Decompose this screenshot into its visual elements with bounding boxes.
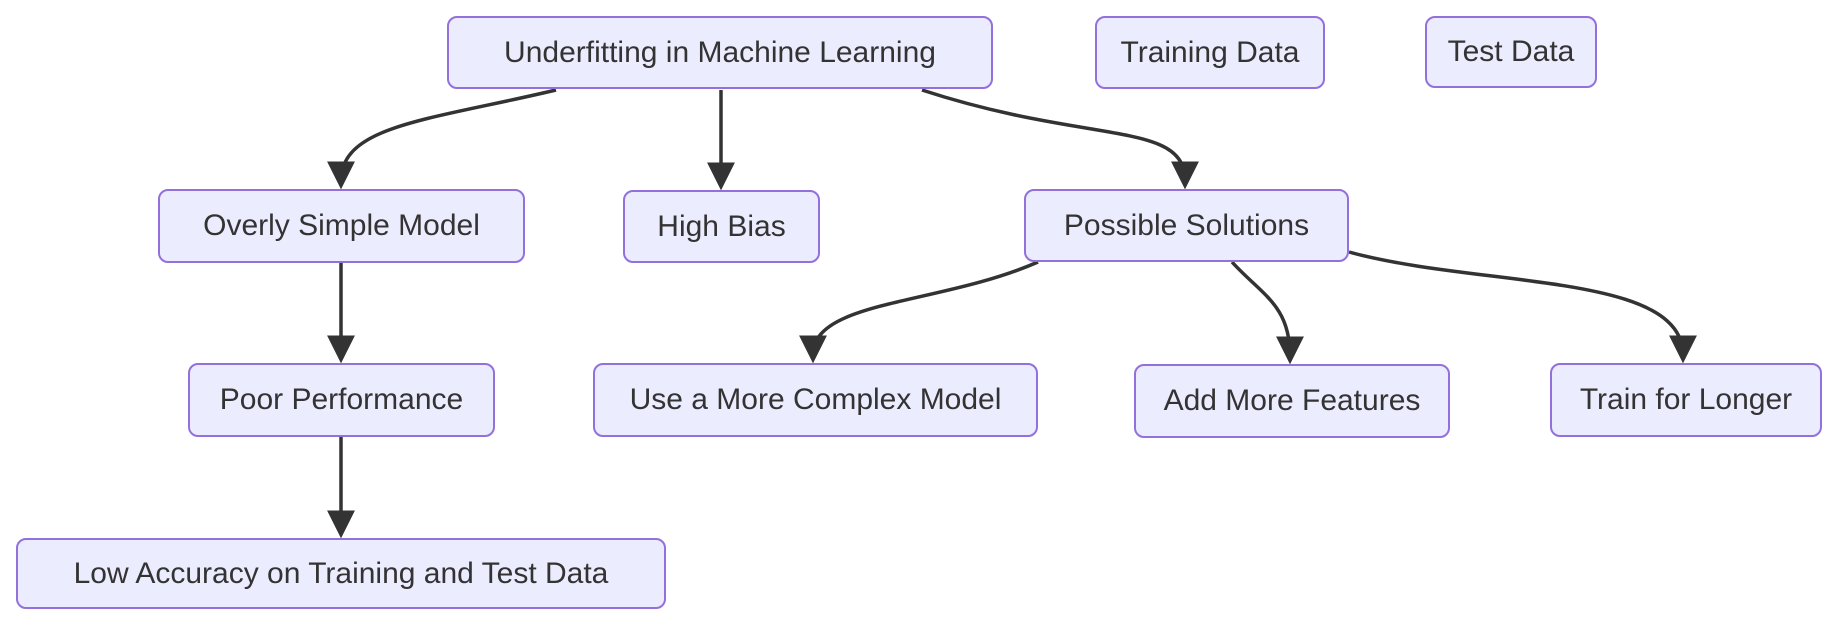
- node-add-more-features: Add More Features: [1134, 364, 1450, 438]
- edge-underfitting-to-possible-solutions: [921, 88, 1199, 190]
- edge-underfitting-to-overly-simple-model: [327, 88, 557, 190]
- node-label: Test Data: [1447, 35, 1575, 68]
- node-poor-performance: Poor Performance: [188, 363, 495, 437]
- edge-solutions-to-add-features: [1230, 260, 1304, 365]
- node-test-data: Test Data: [1425, 16, 1597, 88]
- node-underfitting-in-machine-learning: Underfitting in Machine Learning: [447, 16, 993, 89]
- edge-solutions-to-train-longer: [1348, 250, 1697, 364]
- node-overly-simple-model: Overly Simple Model: [158, 189, 525, 263]
- node-label: Add More Features: [1163, 384, 1421, 417]
- node-label: Use a More Complex Model: [629, 383, 1002, 416]
- node-label: Underfitting in Machine Learning: [504, 35, 936, 69]
- node-training-data: Training Data: [1095, 16, 1325, 89]
- node-label: Train for Longer: [1579, 383, 1793, 416]
- node-label: Overly Simple Model: [203, 209, 480, 242]
- node-use-a-more-complex-model: Use a More Complex Model: [593, 363, 1038, 437]
- node-label: Possible Solutions: [1063, 208, 1310, 242]
- node-label: Training Data: [1120, 35, 1300, 69]
- node-label: Low Accuracy on Training and Test Data: [73, 556, 609, 590]
- node-label: Poor Performance: [219, 383, 464, 416]
- edge-solutions-to-complex-model: [799, 260, 1039, 364]
- node-low-accuracy-on-training-and-test-data: Low Accuracy on Training and Test Data: [16, 538, 666, 609]
- node-label: High Bias: [657, 209, 786, 243]
- node-high-bias: High Bias: [623, 190, 820, 263]
- node-train-for-longer: Train for Longer: [1550, 363, 1822, 437]
- node-possible-solutions: Possible Solutions: [1024, 189, 1349, 262]
